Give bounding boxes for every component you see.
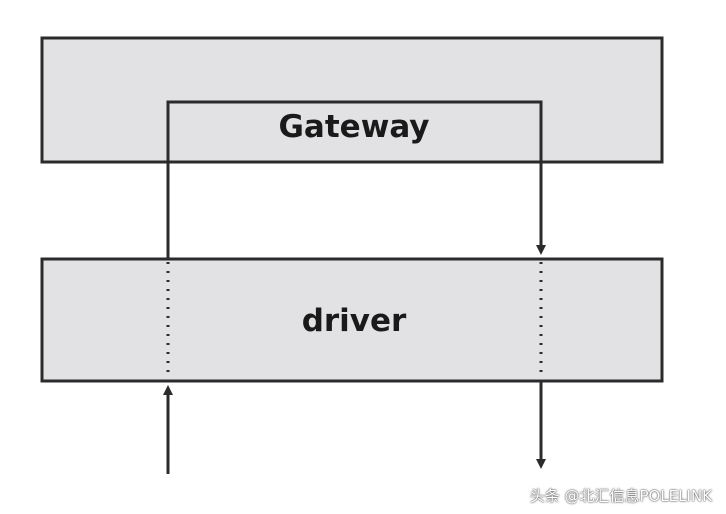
driver-box (40, 257, 664, 383)
gateway-inner-box (166, 100, 543, 164)
watermark-text: 头条 @北汇信息POLELINK (529, 487, 712, 505)
driver-label: driver (302, 303, 407, 339)
gateway-label: Gateway (278, 109, 429, 145)
